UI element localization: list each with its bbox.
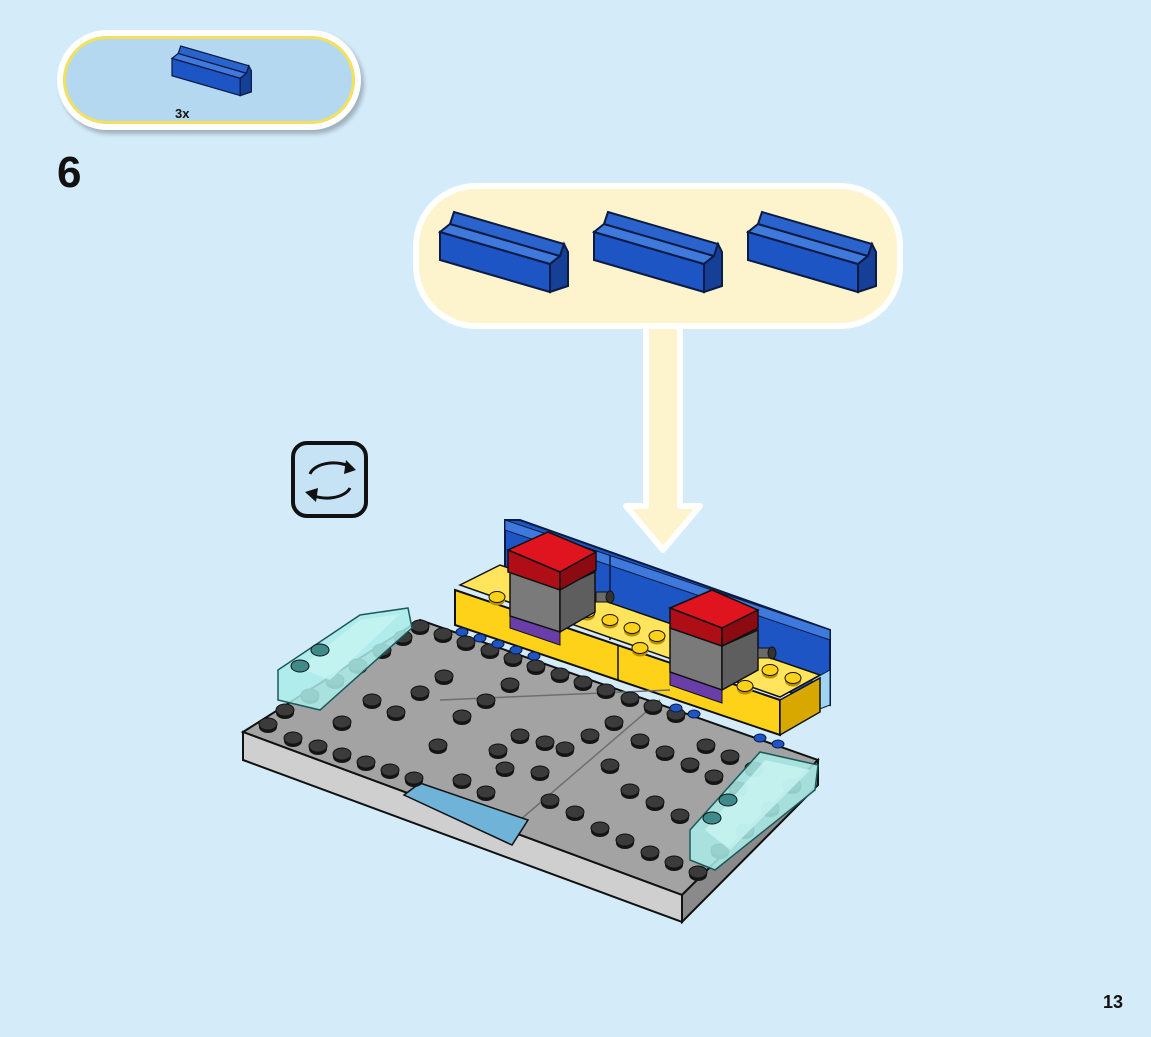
seat-red-2 (668, 589, 777, 704)
blue-tile (402, 782, 530, 846)
parts-list-border (63, 36, 355, 124)
trans-slope-left (277, 607, 413, 711)
model-assembly (240, 519, 831, 925)
new-parts-callout (413, 183, 903, 329)
blue-panel-part-icon (171, 45, 252, 97)
blue-edge-studs (455, 627, 785, 749)
trans-slope-right (689, 751, 819, 871)
page-number: 13 (1103, 992, 1124, 1012)
placement-arrow (623, 323, 703, 553)
part-quantity-label: 3x (175, 106, 190, 121)
rotate-model-icon (291, 441, 368, 518)
parts-list-callout: 3x (57, 30, 361, 130)
seat-red-1 (506, 531, 615, 646)
step-number: 6 (57, 148, 82, 197)
